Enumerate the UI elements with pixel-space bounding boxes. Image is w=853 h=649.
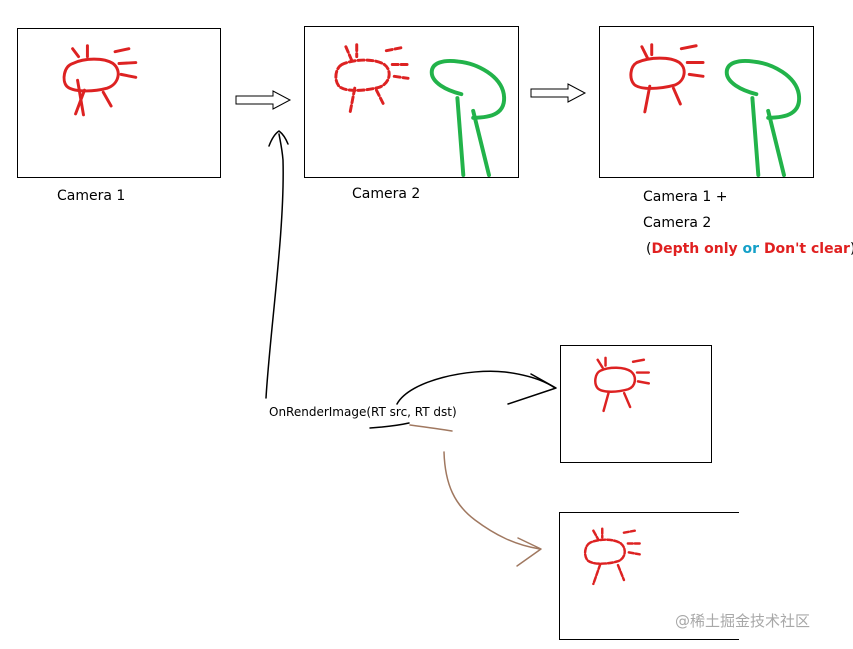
render-output-frame xyxy=(560,345,712,463)
render-output-frame-2 xyxy=(559,512,739,640)
combined-label-line1: Camera 1 + xyxy=(643,189,728,205)
onrenderimage-label: OnRenderImage(RT src, RT dst) xyxy=(269,405,457,419)
sun-tree-drawing xyxy=(334,43,507,177)
arrow-camera1-to-camera2 xyxy=(235,90,292,110)
sun-small-drawing xyxy=(594,356,651,413)
mode-close-paren: ) xyxy=(850,241,853,257)
mode-open-paren: ( xyxy=(646,241,652,257)
arrow-onrender-to-output-2 xyxy=(409,424,542,567)
camera2-label: Camera 2 xyxy=(352,186,421,202)
sun-small-dashed-drawing xyxy=(583,527,641,586)
combined-frame xyxy=(599,26,814,178)
arrow-onrender-to-output xyxy=(369,370,557,429)
camera2-frame xyxy=(304,26,519,178)
sun-drawing xyxy=(62,44,138,117)
camera1-frame xyxy=(17,28,221,178)
watermark: @稀土掘金技术社区 xyxy=(675,612,811,630)
dont-clear-text: Don't clear xyxy=(763,241,850,257)
arrow-camera2-to-combined xyxy=(530,83,587,103)
combined-drawing xyxy=(629,43,802,177)
arrow-onrender-to-camera2 xyxy=(265,130,289,399)
combined-label-line2: Camera 2 xyxy=(643,215,712,231)
clear-mode-note: (Depth only or Don't clear) xyxy=(646,241,853,257)
or-text: or xyxy=(737,241,764,257)
camera1-label: Camera 1 xyxy=(57,188,126,204)
depth-only-text: Depth only xyxy=(651,241,738,257)
